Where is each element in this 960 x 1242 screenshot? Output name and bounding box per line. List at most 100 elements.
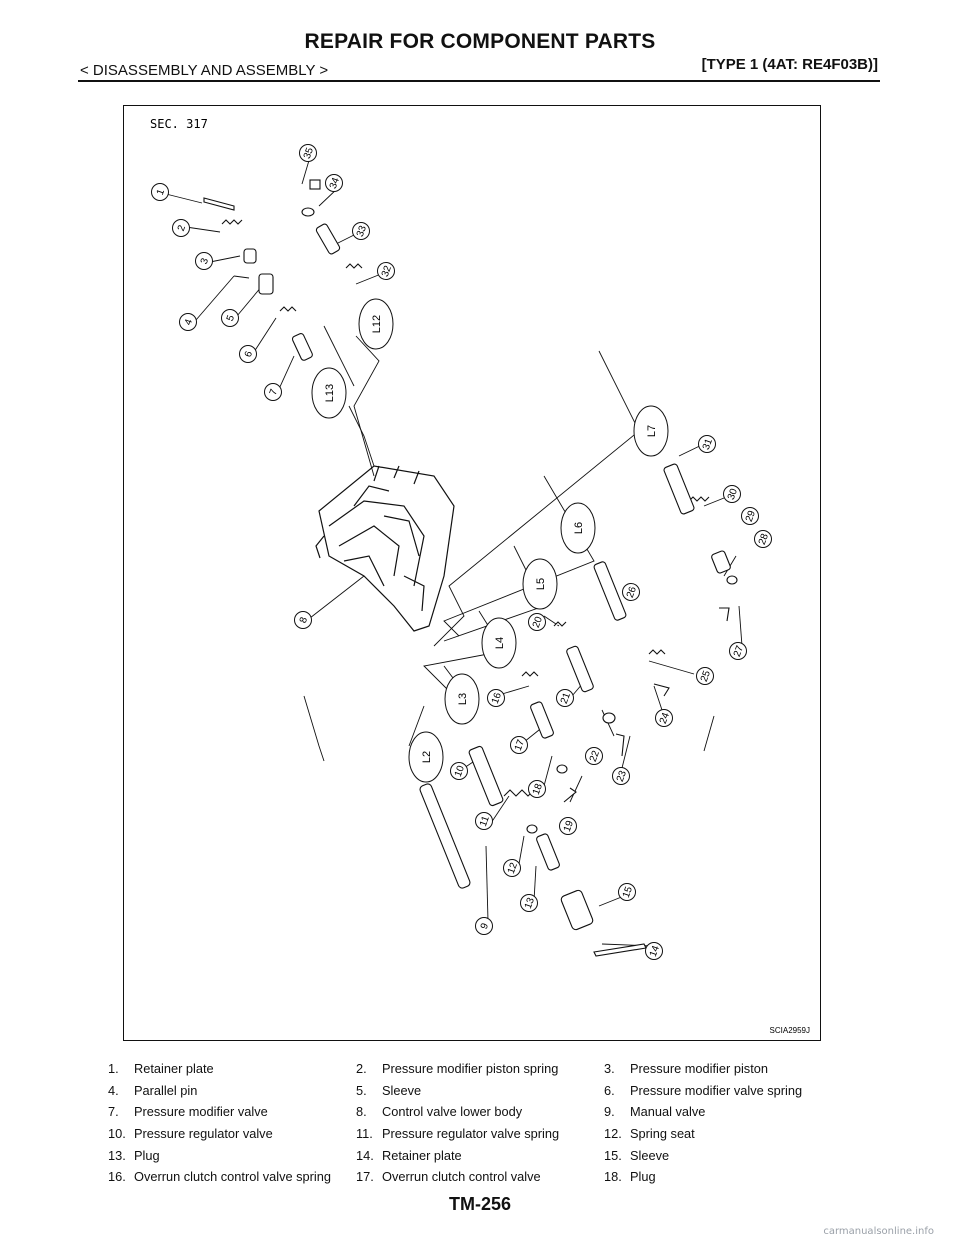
- callout-number: 14: [648, 944, 662, 959]
- exploded-view-figure: SEC. 317: [123, 105, 821, 1041]
- exploded-view-drawing: SEC. 317: [150, 117, 810, 1035]
- callout-circle: [475, 812, 493, 830]
- callout-number: 9: [479, 921, 491, 930]
- legend-number: 6.: [604, 1082, 615, 1098]
- callout-circle: [729, 642, 747, 660]
- svg-text:L12: L12: [371, 315, 383, 333]
- callout-circle: [655, 709, 673, 727]
- legend-text: Sleeve: [630, 1147, 670, 1163]
- callout-circle: [450, 762, 468, 780]
- legend-item: 11.Pressure regulator valve spring: [356, 1126, 604, 1141]
- callout-number: 10: [453, 764, 467, 779]
- callout-circle: [622, 583, 640, 601]
- callout-circle: [585, 747, 603, 765]
- page-number: TM-256: [448, 1194, 511, 1214]
- legend-text: Spring seat: [630, 1126, 695, 1142]
- callout-number: 33: [355, 224, 369, 239]
- callout-circle: [618, 883, 636, 901]
- header-rule: [78, 80, 880, 82]
- legend-number: 12.: [604, 1126, 622, 1142]
- legend-number: 11.: [356, 1126, 373, 1142]
- callout-circle: [528, 780, 546, 798]
- callout-circle: [264, 383, 282, 401]
- legend-number: 15.: [604, 1147, 622, 1163]
- callout-circle: [325, 174, 343, 192]
- legend-text: Manual valve: [630, 1104, 706, 1120]
- legend-item: 13.Plug: [108, 1148, 356, 1163]
- svg-text:L6: L6: [573, 522, 585, 534]
- svg-text:L4: L4: [494, 637, 506, 649]
- legend-text: Pressure regulator valve: [134, 1126, 273, 1142]
- legend-item: 15. Sleeve: [604, 1148, 848, 1163]
- callout-number: 21: [559, 691, 573, 706]
- callout-circle: [741, 507, 759, 525]
- callout-circle: [503, 859, 521, 877]
- legend-text: Pressure modifier piston: [630, 1061, 768, 1077]
- valve-components: [203, 179, 738, 957]
- callout-number: 28: [757, 532, 771, 547]
- callout-number: 13: [523, 896, 537, 911]
- legend-row: 10. Pressure regulator valve 11.Pressure r…: [108, 1123, 848, 1145]
- callout-number: 3: [199, 256, 211, 265]
- callout-circle: [698, 435, 716, 453]
- legend-item: 18.Plug: [604, 1169, 848, 1184]
- callout-circle: [294, 611, 312, 629]
- callout-number: 31: [701, 437, 715, 452]
- callout-number: 11: [478, 814, 492, 828]
- legend-number: 5.: [356, 1082, 367, 1098]
- callout-circle: [352, 222, 370, 240]
- callout-number: 32: [380, 264, 394, 279]
- legend-number: 13.: [108, 1147, 126, 1163]
- legend-number: 10.: [108, 1126, 126, 1142]
- legend-item: 8. Control valve lower body: [356, 1104, 604, 1119]
- callout-number: 26: [625, 585, 639, 600]
- legend-text: Retainer plate: [382, 1147, 462, 1163]
- legend-number: 4.: [108, 1082, 119, 1098]
- oval-l5: [522, 558, 558, 610]
- callout-number: 19: [562, 819, 576, 834]
- oval-l7: [633, 405, 669, 457]
- legend-item: 10. Pressure regulator valve: [108, 1126, 356, 1141]
- section-reference: SEC. 317: [150, 117, 208, 131]
- page-title: REPAIR FOR COMPONENT PARTS: [304, 30, 656, 53]
- callout-number: 18: [531, 782, 545, 797]
- svg-text:L7: L7: [646, 425, 658, 437]
- legend-number: 9.: [604, 1104, 615, 1120]
- legend-item: 7.Pressure modifier valve: [108, 1104, 356, 1119]
- legend-number: 8.: [356, 1104, 367, 1120]
- callout-number: 1: [155, 187, 167, 196]
- callout-number: 30: [726, 487, 740, 502]
- legend-item: 5.Sleeve: [356, 1083, 604, 1098]
- callout-circle: [612, 767, 630, 785]
- callout-number: 7: [268, 387, 280, 396]
- legend-item: 16.Overrun clutch control valve spring: [108, 1169, 356, 1184]
- svg-text:L3: L3: [457, 693, 469, 705]
- callout-circle: [487, 689, 505, 707]
- callout-circle: [723, 485, 741, 503]
- callout-number: 22: [588, 749, 602, 764]
- legend-item: 3.Pressure modifier piston: [604, 1061, 848, 1076]
- callout-number: 34: [328, 176, 342, 191]
- legend-text: Control valve lower body: [382, 1104, 523, 1120]
- legend-item: 9. Manual valve: [604, 1104, 848, 1119]
- callout-number: 35: [302, 146, 316, 161]
- oval-l12: [358, 298, 394, 350]
- legend-text: Pressure modifier piston spring: [382, 1061, 559, 1077]
- legend-text: Parallel pin: [134, 1082, 198, 1098]
- callout-number: 12: [506, 861, 520, 876]
- svg-text:L5: L5: [535, 578, 547, 590]
- watermark: carmanualsonline.info: [823, 1226, 934, 1237]
- legend-item: 14.Retainer plate: [356, 1148, 604, 1163]
- legend-item: 4. Parallel pin: [108, 1083, 356, 1098]
- callout-circle: [151, 183, 169, 201]
- oval-l13: [311, 367, 347, 419]
- callout-circle: [377, 262, 395, 280]
- callout-number: 20: [531, 615, 545, 630]
- callout-circle: [221, 309, 239, 327]
- legend-text: Pressure modifier valve: [134, 1104, 268, 1120]
